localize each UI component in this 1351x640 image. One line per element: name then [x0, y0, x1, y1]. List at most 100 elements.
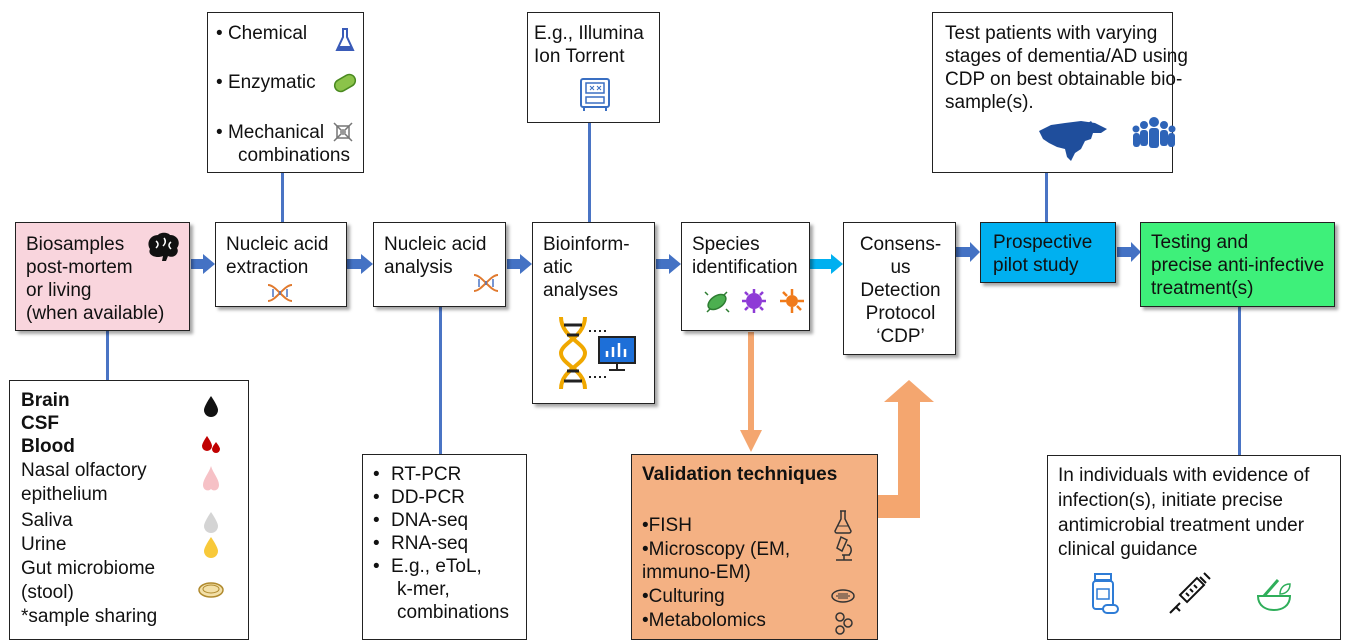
sample-type-5: epithelium [21, 484, 108, 505]
syringe-icon [1169, 572, 1211, 614]
orange-arrow-down-shaft [748, 332, 754, 432]
test-patients-line-1: Test patients with varying [945, 23, 1158, 44]
drop-black-icon [204, 396, 218, 417]
cdp-box: Consens- us Detection Protocol ‘CDP’ [843, 222, 956, 355]
treatment-line-3: treatment(s) [1151, 278, 1254, 299]
validation-item-5: •Metabolomics [642, 610, 766, 631]
arrow-4 [656, 254, 681, 274]
test-patients-line-4: sample(s). [945, 92, 1034, 113]
drop-yellow-icon [204, 537, 218, 558]
validation-box: Validation techniques •FISH •Microscopy … [631, 454, 878, 640]
petri-dish-icon [831, 589, 855, 603]
bioinformatic-line-3: analyses [543, 280, 618, 301]
test-patients-line-2: stages of dementia/AD using [945, 46, 1188, 67]
treatment-line-2: precise anti-infective [1151, 255, 1325, 276]
individuals-line-2: infection(s), initiate precise [1058, 490, 1283, 511]
analysis-methods-list: RT-PCR DD-PCR DNA-seq RNA-seq E.g., eToL… [369, 463, 482, 578]
sample-type-8: Gut microbiome [21, 558, 156, 579]
extraction-line-1: Nucleic acid [226, 234, 329, 255]
flask-icon [834, 510, 852, 534]
extraction-line-2: extraction [226, 257, 309, 278]
connector-extraction-top [281, 172, 284, 222]
analysis-line-2: analysis [384, 257, 453, 278]
individuals-line-4: clinical guidance [1058, 539, 1198, 560]
cdp-line-5: ‘CDP’ [876, 326, 925, 347]
analysis-methods-box: RT-PCR DD-PCR DNA-seq RNA-seq E.g., eToL… [362, 454, 527, 640]
sequencer-machine-icon [580, 78, 610, 111]
analysis-method-3: DNA-seq [369, 509, 482, 532]
petri-dish-icon [198, 582, 224, 598]
connector-sequencer [588, 122, 591, 222]
biosamples-box: Biosamples post-mortem or living (when a… [15, 222, 190, 331]
treatment-box: Testing and precise anti-infective treat… [1140, 222, 1335, 307]
analysis-method-1: RT-PCR [369, 463, 482, 486]
analysis-method-5: E.g., eToL, [369, 555, 482, 578]
analysis-method-2: DD-PCR [369, 486, 482, 509]
validation-title: Validation techniques [642, 464, 838, 485]
arrow-7 [1117, 242, 1141, 262]
sample-type-4: Nasal olfactory [21, 460, 147, 481]
analysis-method-6: k-mer, [397, 579, 450, 600]
cdp-line-3: Detection [860, 280, 941, 301]
validation-item-3: immuno-EM) [642, 562, 751, 583]
sample-type-9: (stool) [21, 582, 74, 603]
pilot-line-2: pilot study [993, 255, 1079, 276]
microbe-icon [780, 289, 804, 313]
individuals-line-3: antimicrobial treatment under [1058, 515, 1305, 536]
flask-icon [335, 28, 355, 51]
connector-analysis [439, 306, 442, 454]
species-line-2: identification [692, 257, 798, 278]
analysis-method-4: RNA-seq [369, 532, 482, 555]
pilot-line-1: Prospective [993, 232, 1093, 253]
microscope-icon [836, 535, 852, 561]
connector-test-patients [1045, 172, 1048, 222]
species-line-1: Species [692, 234, 760, 255]
cdp-line-1: Consens- [859, 234, 942, 255]
extraction-method-3: • Mechanical [216, 122, 325, 143]
analysis-line-1: Nucleic acid [384, 234, 487, 255]
dna-computer-icon [558, 316, 636, 390]
cdp-line-4: Protocol [865, 303, 936, 324]
sequencer-line-2: Ion Torrent [534, 46, 625, 67]
brain-icon [148, 232, 179, 261]
blood-drops-icon [202, 436, 220, 453]
sample-type-7: Urine [21, 534, 67, 555]
bioinformatic-line-2: atic [543, 257, 573, 278]
sequencer-line-1: E.g., Illumina [534, 23, 644, 44]
sequencer-box: E.g., Illumina Ion Torrent [527, 12, 660, 123]
bacteria-icon [704, 291, 730, 313]
sample-type-6: Saliva [21, 510, 73, 531]
molecule-icon [835, 612, 853, 635]
test-patients-line-3: CDP on best obtainable bio- [945, 69, 1183, 90]
bioinformatic-box: Bioinform- atic analyses [532, 222, 655, 404]
analysis-method-7: combinations [397, 602, 509, 623]
arrow-1 [191, 254, 215, 274]
connector-biosamples [106, 330, 109, 380]
arrow-2 [347, 254, 373, 274]
arrow-3 [507, 254, 532, 274]
biosamples-line-4: (when available) [26, 303, 165, 324]
cdp-line-2: us [890, 257, 911, 278]
drop-gray-icon [204, 512, 218, 533]
virus-icon [742, 289, 766, 313]
extraction-method-1: • Chemical [216, 23, 308, 44]
biosamples-line-1: Biosamples [26, 234, 125, 255]
extraction-box: Nucleic acid extraction [215, 222, 347, 307]
individuals-box: In individuals with evidence of infectio… [1047, 455, 1341, 640]
sample-types-box: Brain CSF Blood Nasal olfactory epitheli… [9, 380, 249, 640]
capsule-icon [333, 73, 357, 93]
test-patients-box: Test patients with varying stages of dem… [932, 12, 1188, 173]
validation-item-2: •Microscopy (EM, [642, 539, 791, 560]
validation-item-1: •FISH [642, 515, 692, 536]
extraction-methods-box: • Chemical • Enzymatic • Mechanical comb… [207, 12, 364, 173]
species-box: Species identification [681, 222, 810, 331]
mechanical-icon [333, 122, 353, 142]
pill-bottle-icon [1092, 573, 1119, 614]
sample-type-2: CSF [21, 413, 59, 434]
dna-icon [267, 284, 293, 302]
bioinformatic-line-1: Bioinform- [543, 234, 630, 255]
extraction-method-2: • Enzymatic [216, 72, 316, 93]
sample-type-10: *sample sharing [21, 606, 158, 627]
extraction-method-3b: combinations [238, 145, 350, 166]
sample-type-1: Brain [21, 390, 70, 411]
